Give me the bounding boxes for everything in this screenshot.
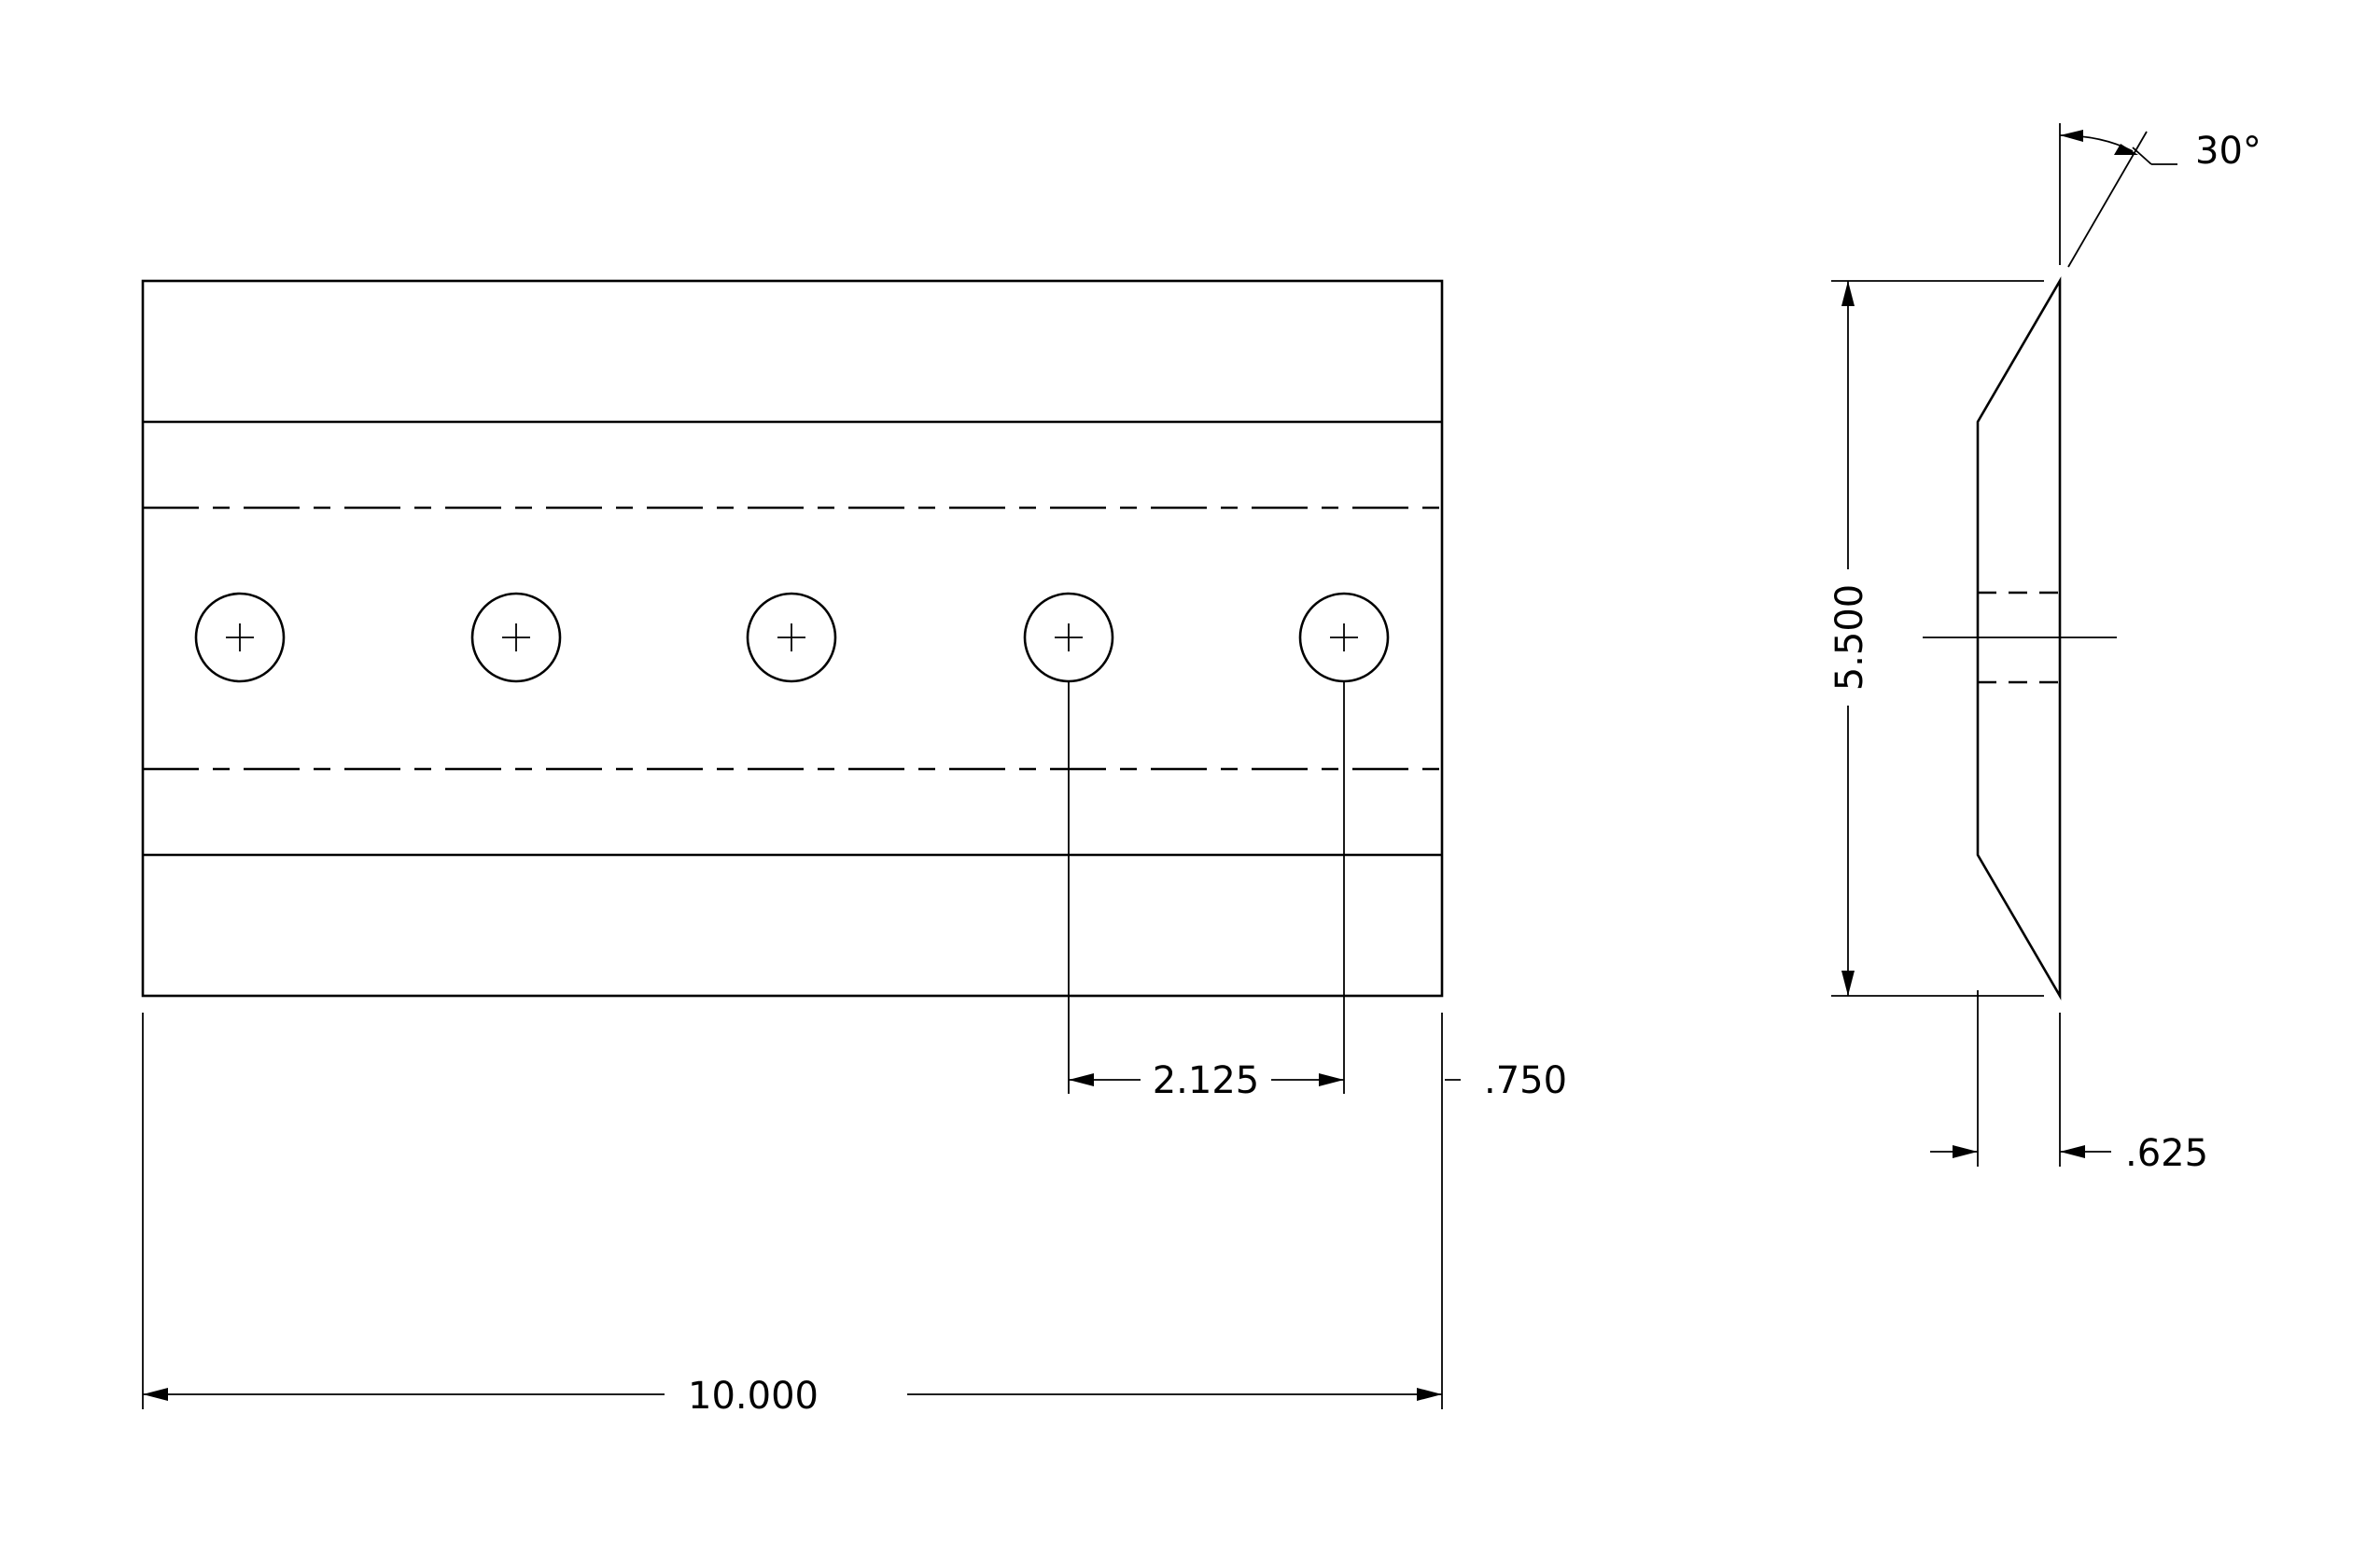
dimension-text-overall-length: 10.000 xyxy=(688,1375,819,1418)
hole-circle xyxy=(470,592,562,683)
front-view xyxy=(141,279,1444,998)
dimension-text-end-offset: .750 xyxy=(1484,1059,1567,1102)
dimension-text-thickness: .625 xyxy=(2125,1132,2208,1175)
arrowhead xyxy=(1953,1145,1978,1158)
dimension-height: 5.500 xyxy=(1828,280,2044,997)
arrowhead xyxy=(2114,144,2138,155)
extension-line xyxy=(2067,131,2148,268)
dimension-hole-spacing: 2.125 xyxy=(1068,681,1345,1102)
arrowhead xyxy=(1417,1388,1442,1401)
side-view xyxy=(1923,276,2117,1000)
hole-4 xyxy=(1023,592,1114,683)
hole-circle xyxy=(194,592,286,683)
dimension-bevel-angle: 30° xyxy=(2059,123,2261,268)
arrowhead xyxy=(1841,971,1855,996)
arrowhead xyxy=(1319,1073,1344,1086)
hole-2 xyxy=(470,592,562,683)
hole-3 xyxy=(746,592,837,683)
side-profile xyxy=(1976,276,2062,1000)
hole-5 xyxy=(1298,592,1390,683)
dimension-overall-length: 10.000 xyxy=(142,1013,1442,1418)
arrowhead xyxy=(1841,281,1855,306)
arrowhead xyxy=(143,1388,168,1401)
arrowhead xyxy=(2060,130,2083,142)
leader-line xyxy=(2132,147,2152,165)
dimension-thickness: .625 xyxy=(1930,990,2208,1175)
arrowhead xyxy=(1069,1073,1094,1086)
dimension-text-hole-spacing: 2.125 xyxy=(1153,1059,1260,1102)
dimension-end-offset: .750 xyxy=(1441,1013,1567,1409)
dimension-text-height: 5.500 xyxy=(1828,584,1871,692)
hole-circle xyxy=(746,592,837,683)
plate-outline xyxy=(141,279,1444,998)
dimension-text-bevel-angle: 30° xyxy=(2195,130,2261,173)
hole-1 xyxy=(194,592,286,683)
arrowhead xyxy=(2060,1145,2085,1158)
